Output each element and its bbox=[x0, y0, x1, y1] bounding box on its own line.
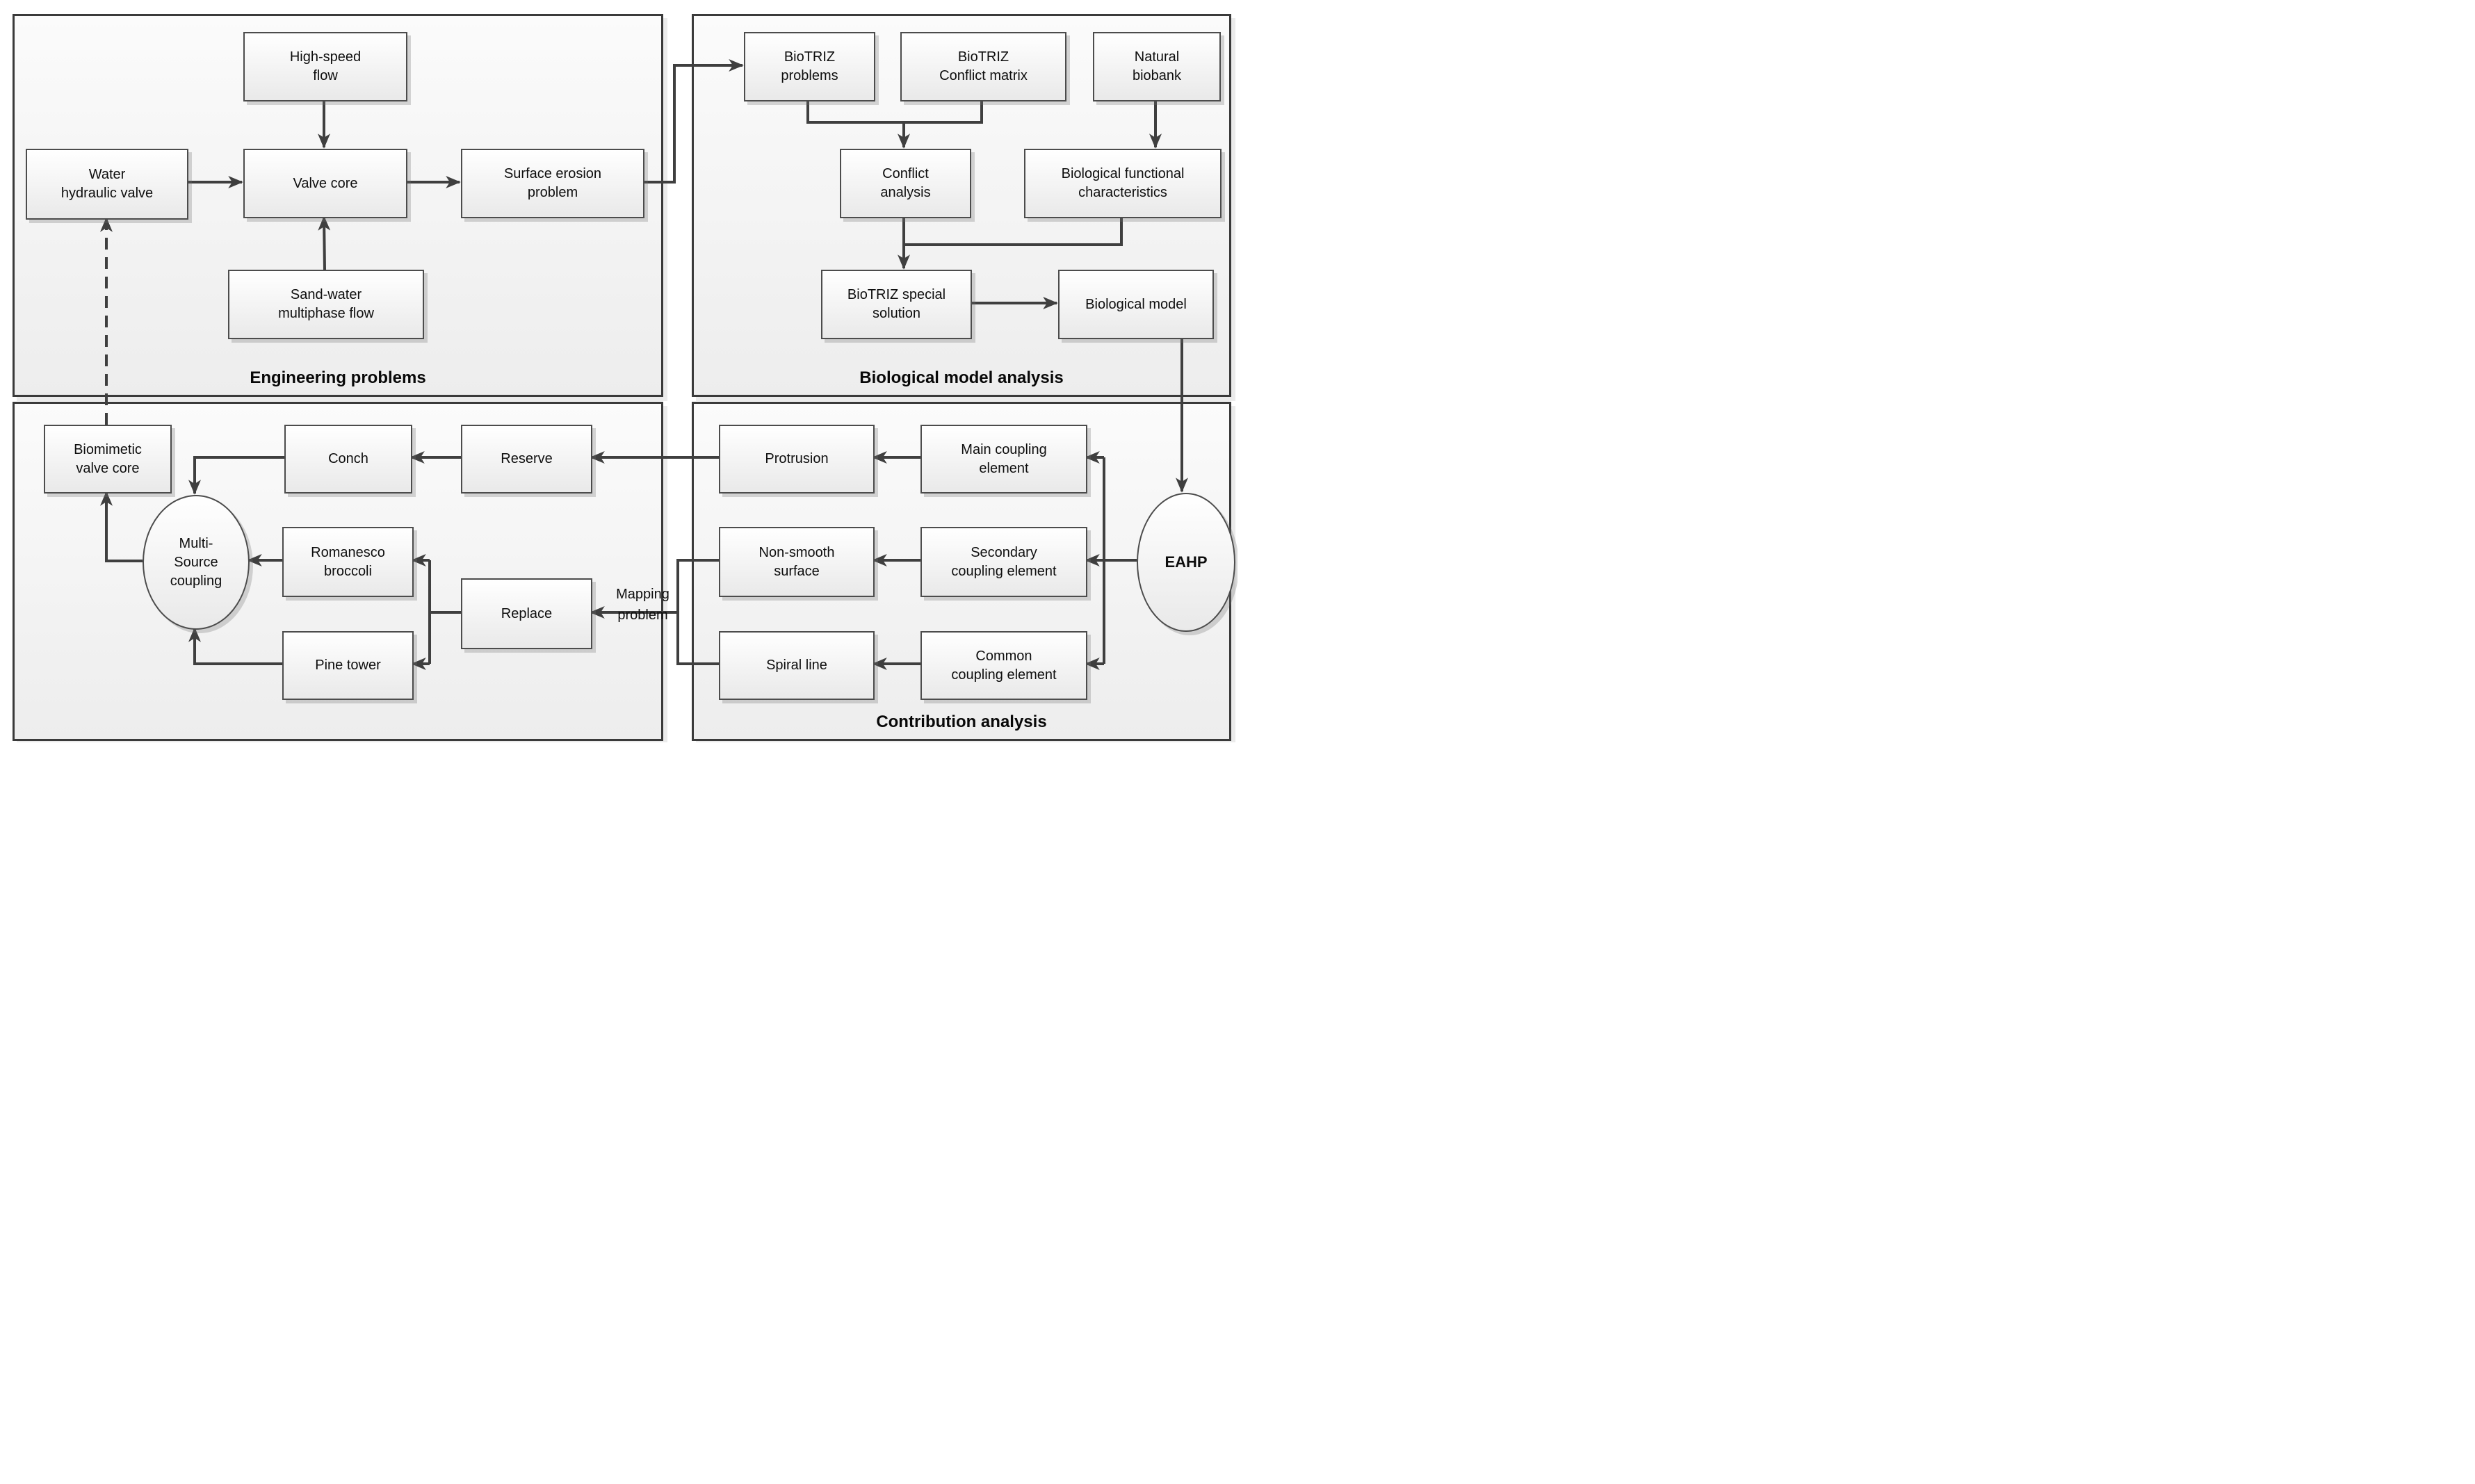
edge-bus-biotriz-problems-conflict-matrix bbox=[806, 99, 983, 124]
node-spiral-line-label: Spiral line bbox=[766, 658, 827, 673]
node-common-coupling-element: Common coupling element bbox=[920, 631, 1087, 700]
node-conch-label: Conch bbox=[328, 451, 368, 466]
node-reserve-label: Reserve bbox=[501, 451, 553, 466]
node-replace-label: Replace bbox=[501, 605, 553, 621]
node-surface-erosion-problem-label: Surface erosion problem bbox=[503, 166, 602, 200]
node-conflict-analysis-label: Conflict analysis bbox=[880, 166, 931, 200]
edge-label-mapping-problem: Mapping problem bbox=[616, 587, 670, 623]
node-biotriz-problems-label: BioTRIZ problems bbox=[781, 49, 838, 83]
node-valve-core: Valve core bbox=[243, 149, 407, 218]
node-valve-core-label: Valve core bbox=[293, 175, 358, 191]
node-eahp-label: EAHP bbox=[1165, 553, 1208, 571]
node-natural-biobank: Natural biobank bbox=[1093, 32, 1221, 101]
node-spiral-line: Spiral line bbox=[719, 631, 875, 700]
node-romanesco-broccoli: Romanesco broccoli bbox=[282, 527, 414, 597]
node-main-coupling-element: Main coupling element bbox=[920, 425, 1087, 494]
node-biotriz-conflict-matrix: BioTRIZ Conflict matrix bbox=[900, 32, 1066, 101]
node-biotriz-special-solution: BioTRIZ special solution bbox=[821, 270, 972, 339]
node-common-coupling-element-label: Common coupling element bbox=[951, 648, 1057, 683]
node-high-speed-flow-label: High-speed flow bbox=[289, 49, 362, 83]
edge-multi-source-to-biomimetic bbox=[100, 491, 143, 562]
node-secondary-coupling-element: Secondary coupling element bbox=[920, 527, 1087, 597]
node-water-hydraulic-valve: Water hydraulic valve bbox=[26, 149, 188, 220]
panel-engineering-problems-label: Engineering problems bbox=[250, 368, 426, 387]
panel-biological-model-analysis-label: Biological model analysis bbox=[859, 368, 1064, 387]
edge-sand-water-to-valve-core bbox=[318, 215, 331, 270]
node-pine-tower-label: Pine tower bbox=[315, 658, 381, 673]
node-surface-erosion-problem: Surface erosion problem bbox=[461, 149, 644, 218]
node-natural-biobank-label: Natural biobank bbox=[1132, 49, 1182, 83]
node-protrusion-label: Protrusion bbox=[765, 451, 829, 466]
edge-bus-bio-functional-join bbox=[904, 215, 1123, 246]
node-sand-water-multiphase-flow: Sand-water multiphase flow bbox=[228, 270, 424, 339]
node-reserve: Reserve bbox=[461, 425, 592, 494]
node-biotriz-special-solution-label: BioTRIZ special solution bbox=[847, 287, 946, 321]
flowchart-canvas: Engineering problems Biological model an… bbox=[0, 0, 1238, 742]
node-biotriz-problems: BioTRIZ problems bbox=[744, 32, 875, 101]
edge-conch-to-multi-source bbox=[188, 456, 284, 495]
node-sand-water-multiphase-flow-label: Sand-water multiphase flow bbox=[278, 287, 374, 321]
node-main-coupling-element-label: Main coupling element bbox=[961, 441, 1047, 476]
node-secondary-coupling-element-label: Secondary coupling element bbox=[951, 544, 1057, 579]
node-biomimetic-valve-core-label: Biomimetic valve core bbox=[74, 441, 142, 476]
node-non-smooth-surface: Non-smooth surface bbox=[719, 527, 875, 597]
node-non-smooth-surface-label: Non-smooth surface bbox=[758, 544, 835, 579]
edges-layer bbox=[100, 59, 1188, 670]
edge-surface-erosion-to-biotriz-problems bbox=[642, 59, 744, 184]
node-protrusion: Protrusion bbox=[719, 425, 875, 494]
node-multi-source-coupling: Multi- Source coupling bbox=[143, 495, 250, 630]
node-water-hydraulic-valve-label: Water hydraulic valve bbox=[60, 167, 154, 201]
node-biomimetic-valve-core: Biomimetic valve core bbox=[44, 425, 172, 494]
node-eahp: EAHP bbox=[1137, 493, 1235, 632]
node-biological-functional-characteristics-label: Biological functional characteristics bbox=[1061, 166, 1185, 200]
node-biological-model-label: Biological model bbox=[1085, 296, 1187, 312]
node-biological-functional-characteristics: Biological functional characteristics bbox=[1024, 149, 1222, 218]
node-multi-source-coupling-label: Multi- Source coupling bbox=[170, 535, 222, 589]
panel-contribution-analysis-label: Contribution analysis bbox=[876, 712, 1047, 731]
node-biotriz-conflict-matrix-label: BioTRIZ Conflict matrix bbox=[939, 49, 1028, 83]
node-pine-tower: Pine tower bbox=[282, 631, 414, 700]
node-conch: Conch bbox=[284, 425, 412, 494]
node-conflict-analysis: Conflict analysis bbox=[840, 149, 971, 218]
edge-pine-tower-to-multi-source bbox=[188, 627, 282, 665]
node-high-speed-flow: High-speed flow bbox=[243, 32, 407, 101]
node-romanesco-broccoli-label: Romanesco broccoli bbox=[311, 544, 385, 579]
node-biological-model: Biological model bbox=[1058, 270, 1214, 339]
node-replace: Replace bbox=[461, 578, 592, 649]
